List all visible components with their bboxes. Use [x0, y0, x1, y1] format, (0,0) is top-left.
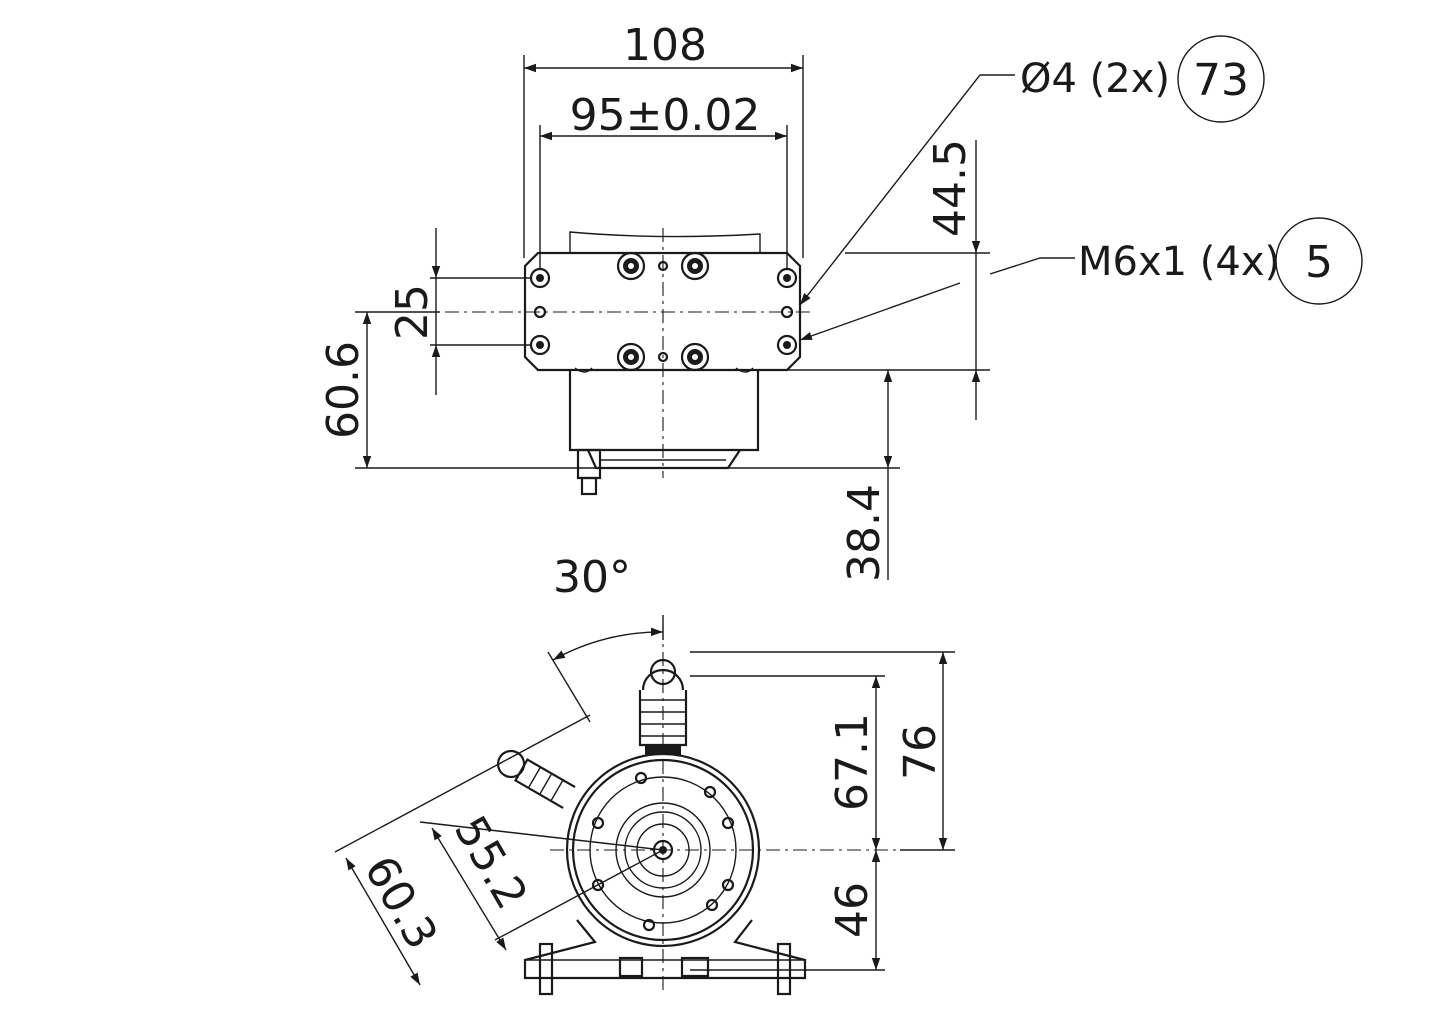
cap-screw: [680, 342, 710, 372]
angled-fitting: [496, 749, 576, 809]
dim-25: 25: [387, 284, 438, 340]
dim-95: 95±0.02: [570, 90, 761, 141]
dim-46: 46: [827, 882, 878, 938]
body-outer-ring: [565, 752, 761, 948]
dim-108: 108: [623, 20, 707, 71]
top-view: 108 95±0.02 25 60.6 44.5 38.4 Ø4 (2x) 73…: [318, 20, 1363, 582]
thread-hole-tr: [776, 267, 798, 289]
cap-screw: [616, 342, 646, 372]
dim-60-6: 60.6: [318, 341, 369, 439]
thread-hole-bl: [529, 334, 551, 356]
dowel-hole-left: [533, 305, 547, 319]
balloon-5: [1275, 217, 1363, 305]
dowel-hole-right: [780, 305, 794, 319]
cap-screw: [616, 251, 646, 281]
thread-callout-label: M6x1 (4x): [1078, 239, 1280, 285]
balloon-73-label: 73: [1193, 55, 1249, 106]
dowel-callout-label: Ø4 (2x): [1020, 56, 1170, 102]
side-view: 30° 76 67.1 46 55.2 60.3: [334, 552, 955, 996]
dim-44-5: 44.5: [925, 139, 976, 237]
base-mount: [523, 919, 807, 980]
dim-67-1: 67.1: [827, 713, 878, 811]
dim-60-3: 60.3: [354, 848, 447, 958]
dim-38-4: 38.4: [839, 484, 890, 582]
dim-76: 76: [895, 724, 946, 780]
dim-55-2: 55.2: [444, 808, 537, 918]
thread-hole-tl: [529, 267, 551, 289]
thread-hole-br: [776, 334, 798, 356]
balloon-73: [1177, 35, 1265, 123]
bolt-circle: [591, 771, 735, 932]
gripper-body: [568, 370, 760, 452]
cap-screw: [680, 251, 710, 281]
dim-30-deg: 30°: [553, 552, 631, 603]
balloon-5-label: 5: [1305, 237, 1333, 288]
